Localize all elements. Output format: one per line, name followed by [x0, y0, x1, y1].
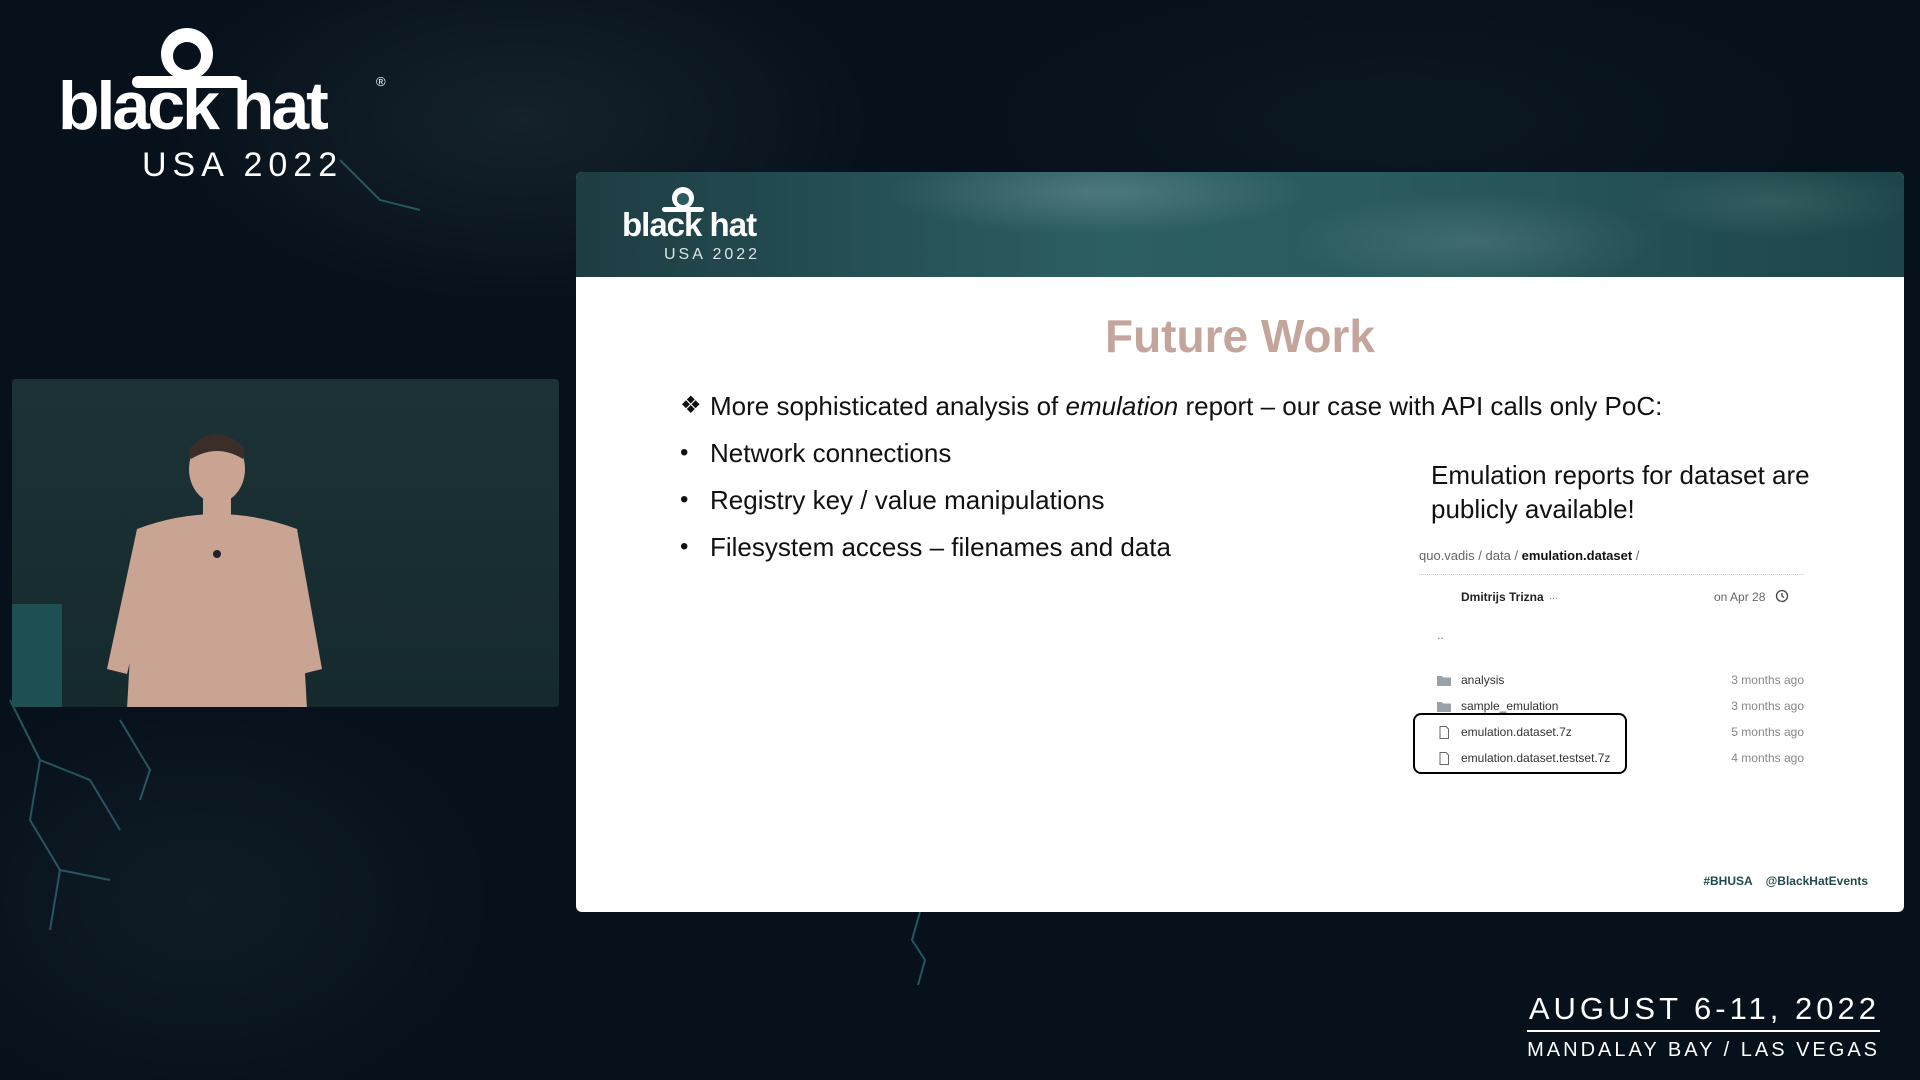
slide-title: Future Work [1104, 310, 1376, 362]
social-handle: @BlackHatEvents [1765, 874, 1868, 888]
list-item[interactable]: emulation.dataset.7z 5 months ago [1419, 720, 1804, 746]
video-stage-panel [12, 604, 62, 707]
list-item[interactable]: sample_emulation 3 months ago [1419, 694, 1804, 720]
hat-icon [132, 28, 242, 88]
slide-logo-wordmark: black hat [622, 206, 757, 243]
diamond-bullet-icon: ❖ [680, 392, 702, 419]
commit-more[interactable]: ... [1549, 590, 1559, 602]
latest-commit: Dmitrijs Trizna ... on Apr 28 [1419, 574, 1804, 619]
lead-bullet: ❖ More sophisticated analysis of emulati… [680, 391, 1663, 421]
slide-hat-icon [662, 187, 704, 212]
folder-icon [1437, 676, 1451, 686]
bullet-item: •Filesystem access – filenames and data [680, 532, 1171, 562]
event-venue: MANDALAY BAY / LAS VEGAS [1527, 1039, 1880, 1061]
list-item[interactable]: emulation.dataset.testset.7z 4 months ag… [1419, 746, 1804, 772]
highlight-box [1413, 713, 1627, 774]
presentation-slide: black hat USA 2022 Future Work ❖ More so… [576, 172, 1904, 912]
file-icon [1439, 726, 1449, 739]
slide-header: black hat USA 2022 [576, 172, 1904, 277]
speaker-video [12, 379, 559, 707]
commit-date: on Apr 28 [1714, 590, 1766, 604]
bullet-list: ❖ More sophisticated analysis of emulati… [680, 390, 1780, 578]
parent-dir-link[interactable]: .. [1437, 628, 1444, 642]
speaker-figure [107, 434, 322, 707]
blackhat-logo: black hat ® USA 2022 [58, 26, 388, 182]
registered-icon: ® [376, 74, 386, 89]
hashtag: #BHUSA [1703, 874, 1753, 888]
bullet-item: •Registry key / value manipulations [680, 485, 1105, 515]
bullet-item: •Network connections [680, 438, 952, 468]
history-icon[interactable] [1775, 589, 1789, 603]
dot-bullet-icon: • [680, 439, 689, 466]
dot-bullet-icon: • [680, 486, 689, 513]
commit-author[interactable]: Dmitrijs Trizna [1461, 590, 1544, 604]
logo-edition: USA 2022 [142, 146, 344, 184]
breadcrumb: quo.vadis / data / emulation.dataset / [1419, 548, 1640, 563]
dot-bullet-icon: • [680, 533, 689, 560]
logo-wordmark: black hat [58, 68, 329, 144]
callout-text: Emulation reports for dataset are public… [1431, 460, 1810, 524]
slide-blackhat-logo: black hat USA 2022 [622, 186, 802, 266]
folder-icon [1437, 702, 1451, 712]
event-dates: AUGUST 6-11, 2022 [1527, 992, 1880, 1032]
list-item[interactable]: analysis 3 months ago [1419, 668, 1804, 694]
event-info: AUGUST 6-11, 2022 MANDALAY BAY / LAS VEG… [1527, 992, 1880, 1064]
slide-footer: #BHUSA @BlackHatEvents [1693, 874, 1868, 888]
slide-logo-edition: USA 2022 [664, 246, 761, 263]
file-icon [1439, 752, 1449, 765]
